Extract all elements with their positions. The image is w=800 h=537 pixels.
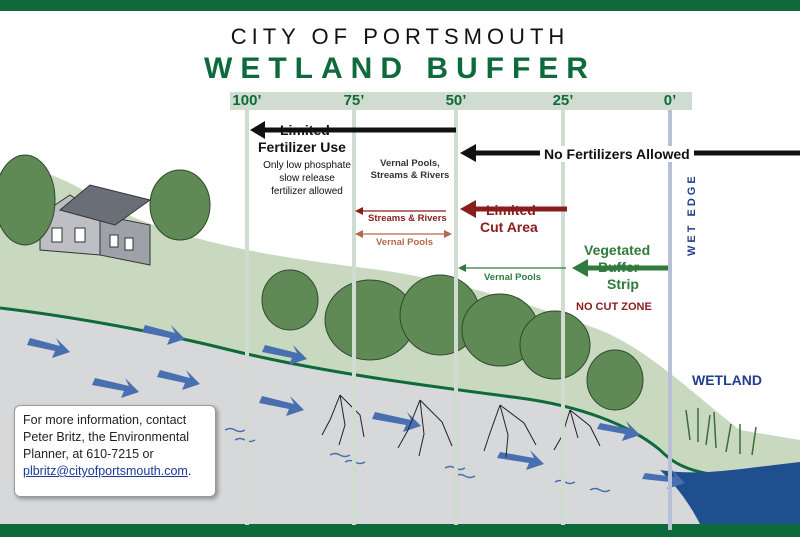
no-fertilizer-title: No Fertilizers Allowed: [540, 146, 694, 162]
veg-buffer-title-2: Buffer: [598, 259, 640, 275]
no-fertilizer-sub-1: Vernal Pools,: [380, 158, 440, 169]
limited-cut-title-2: Cut Area: [480, 219, 538, 235]
top-border: [0, 0, 800, 11]
contact-email-line: plbritz@cityofportsmouth.com.: [23, 463, 207, 480]
limited-fertilizer-note-3: fertilizer allowed: [271, 186, 343, 197]
contact-email-link[interactable]: plbritz@cityofportsmouth.com: [23, 464, 188, 478]
tick-75: 75’: [343, 92, 365, 109]
limited-fertilizer-note-2: slow release: [279, 173, 335, 184]
tick-25: 25’: [552, 92, 574, 109]
bottom-border: [0, 524, 800, 537]
wet-edge-label: WET EDGE: [686, 173, 698, 256]
contact-info-box: For more information, contact Peter Brit…: [14, 405, 216, 497]
veg-buffer-vernal-label: Vernal Pools: [484, 272, 542, 283]
trees: [0, 154, 644, 411]
wetland-reeds: [685, 408, 757, 456]
no-cut-zone-label: NO CUT ZONE: [576, 301, 652, 313]
wetland-water: [660, 462, 800, 524]
distance-scale: 100’ 75’ 50’ 25’ 0’: [230, 92, 692, 110]
gridline-100: [245, 110, 249, 525]
limited-fertilizer-title-1: Limited: [280, 122, 330, 138]
tree-roots: [321, 394, 601, 458]
gridline-75: [352, 110, 356, 525]
gridline-25: [561, 110, 565, 525]
limited-fertilizer-title-2: Fertilizer Use: [258, 139, 346, 155]
gridline-wet-edge: [668, 110, 672, 530]
tick-0: 0’: [663, 92, 677, 109]
no-fertilizer-sub-2: Streams & Rivers: [370, 170, 450, 181]
groundwater-arrows: [27, 325, 685, 489]
tick-100: 100’: [232, 92, 262, 109]
city-name: CITY OF PORTSMOUTH: [230, 24, 570, 49]
gridline-50: [454, 110, 458, 525]
limited-cut-streams-label: Streams & Rivers: [368, 213, 447, 224]
veg-buffer-title-3: Strip: [607, 276, 639, 292]
contact-line-2: Peter Britz, the Environmental: [23, 430, 190, 444]
contact-line-3: Planner, at 610-7215 or: [23, 447, 154, 461]
wetland-label: WETLAND: [692, 372, 762, 388]
limited-cut-vernal-label: Vernal Pools: [376, 237, 434, 248]
page-title: WETLAND BUFFER: [204, 52, 596, 85]
limited-fertilizer-note-1: Only low phosphate: [263, 160, 351, 171]
contact-line-1: For more information, contact: [23, 413, 187, 427]
tick-50: 50’: [445, 92, 467, 109]
veg-buffer-title-1: Vegetated: [584, 242, 651, 258]
limited-cut-title-1: Limited: [486, 202, 536, 218]
contact-email-suffix: .: [187, 464, 192, 478]
